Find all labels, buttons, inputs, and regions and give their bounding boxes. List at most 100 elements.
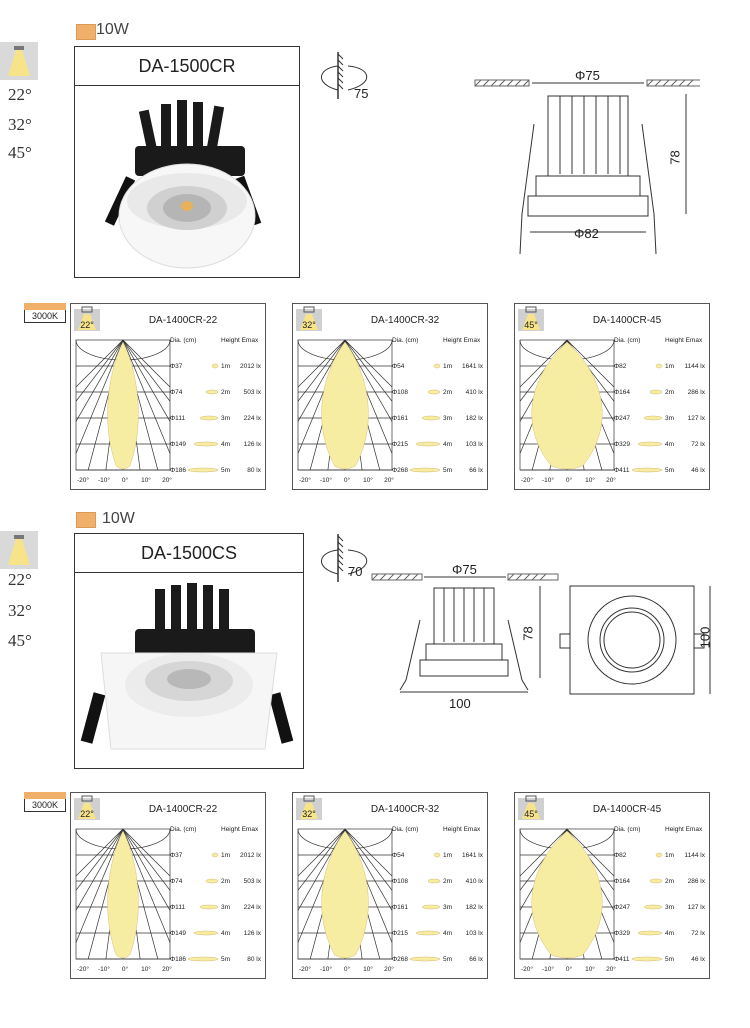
product-title: DA-1500CS <box>75 534 303 573</box>
cs-dimension-drawing <box>371 573 559 693</box>
photometric-chart: 45° DA-1400CR-45 Dia. (cm) Height Emax Φ… <box>514 303 710 490</box>
x-tick-label: 10° <box>141 476 151 484</box>
x-tick-label: 20° <box>606 476 616 484</box>
x-tick-label: 20° <box>162 965 172 973</box>
x-tick-label: -20° <box>77 476 89 484</box>
lux-spot-glyph <box>193 441 219 447</box>
beam-shape <box>107 341 139 470</box>
beam-angle-badge: 22° <box>80 320 94 330</box>
row-diameter: Φ247 <box>614 904 630 911</box>
row-height: 5m <box>665 467 674 474</box>
cutout-size: 70 <box>348 564 363 579</box>
grid-ray <box>122 828 171 911</box>
grid-ray <box>344 828 393 877</box>
grid-frame <box>519 828 615 960</box>
row-diameter: Φ82 <box>614 363 627 370</box>
column-header-dia: Dia. (cm) <box>170 826 196 833</box>
lux-spot-glyph <box>655 852 663 858</box>
x-tick-label: -10° <box>98 476 110 484</box>
row-lux: 127 lx <box>688 904 706 911</box>
column-header-height: Height Emax <box>665 826 703 833</box>
grid-ray <box>297 828 346 891</box>
lux-spot-glyph <box>637 930 663 936</box>
beam-angle-badge: 22° <box>80 809 94 819</box>
x-tick-label: 0° <box>344 965 351 973</box>
row-diameter: Φ268 <box>392 956 408 963</box>
chart-title: DA-1400CR-45 <box>593 804 662 815</box>
lux-spot-glyph <box>415 930 441 936</box>
row-lux: 1641 lx <box>462 852 484 859</box>
color-temp-tag: 3000K <box>24 303 66 323</box>
row-lux: 46 lx <box>691 956 705 963</box>
lux-spot-glyph <box>421 415 441 421</box>
row-diameter: Φ149 <box>170 441 186 448</box>
photometric-chart: 32° DA-1400CR-32 Dia. (cm) Height Emax Φ… <box>292 303 488 490</box>
row-lux: 72 lx <box>691 441 705 448</box>
grid-ray <box>566 339 615 388</box>
grid-ray <box>75 339 124 422</box>
row-lux: 46 lx <box>691 467 705 474</box>
row-lux: 410 lx <box>466 389 484 396</box>
row-height: 3m <box>443 415 452 422</box>
lux-spot-glyph <box>193 930 219 936</box>
lux-spot-glyph <box>199 415 219 421</box>
power-label: 10W <box>96 21 129 38</box>
grid-frame <box>75 828 171 960</box>
row-height: 1m <box>221 363 230 370</box>
x-tick-label: -10° <box>542 965 554 973</box>
dim-height: 78 <box>520 626 536 641</box>
column-header-height: Height Emax <box>221 337 259 344</box>
x-tick-label: -10° <box>320 965 332 973</box>
row-diameter: Φ411 <box>614 956 630 963</box>
row-height: 3m <box>221 415 230 422</box>
lux-spot-glyph <box>643 904 663 910</box>
x-tick-label: 10° <box>585 965 595 973</box>
row-lux: 66 lx <box>469 956 483 963</box>
lux-spot-glyph <box>409 467 441 473</box>
row-lux: 182 lx <box>466 415 484 422</box>
grid-ray <box>122 828 171 943</box>
row-lux: 103 lx <box>466 930 484 937</box>
row-diameter: Φ108 <box>392 389 408 396</box>
grid-ray <box>75 828 124 877</box>
grid-ray <box>297 339 346 388</box>
lux-spot-glyph <box>427 389 441 395</box>
grid-ray <box>344 339 393 388</box>
lux-spot-glyph <box>187 467 219 473</box>
lux-spot-glyph <box>427 878 441 884</box>
x-tick-label: 0° <box>122 476 129 484</box>
x-tick-label: -10° <box>542 476 554 484</box>
row-diameter: Φ161 <box>392 904 408 911</box>
row-diameter: Φ268 <box>392 467 408 474</box>
row-diameter: Φ37 <box>170 852 183 859</box>
lux-spot-glyph <box>409 956 441 962</box>
row-height: 2m <box>221 878 230 885</box>
round-downlight-photo <box>104 100 262 269</box>
row-diameter: Φ74 <box>170 878 183 885</box>
product-card-cr: DA-1500CR <box>74 46 300 278</box>
beam-angle-icon <box>0 531 38 569</box>
photometric-chart: 32° DA-1400CR-32 Dia. (cm) Height Emax Φ… <box>292 792 488 979</box>
x-tick-label: 0° <box>344 476 351 484</box>
x-tick-label: 10° <box>363 476 373 484</box>
lux-spot-glyph <box>655 363 663 369</box>
lux-spot-glyph <box>187 956 219 962</box>
beam-angle-badge: 45° <box>524 809 538 819</box>
beam-shape <box>107 830 139 959</box>
lux-spot-glyph <box>631 956 663 962</box>
cutout-icon <box>321 534 368 582</box>
row-diameter: Φ186 <box>170 956 186 963</box>
cr-dimension-drawing <box>474 79 700 255</box>
row-height: 3m <box>665 904 674 911</box>
grid-ray <box>75 339 124 402</box>
lux-spot-glyph <box>637 441 663 447</box>
row-height: 3m <box>665 415 674 422</box>
beam-shape <box>321 341 369 470</box>
row-diameter: Φ108 <box>392 878 408 885</box>
x-tick-label: -20° <box>521 476 533 484</box>
row-height: 5m <box>443 956 452 963</box>
row-lux: 224 lx <box>244 415 262 422</box>
grid-ray <box>344 339 393 402</box>
column-header-dia: Dia. (cm) <box>392 826 418 833</box>
row-lux: 103 lx <box>466 441 484 448</box>
